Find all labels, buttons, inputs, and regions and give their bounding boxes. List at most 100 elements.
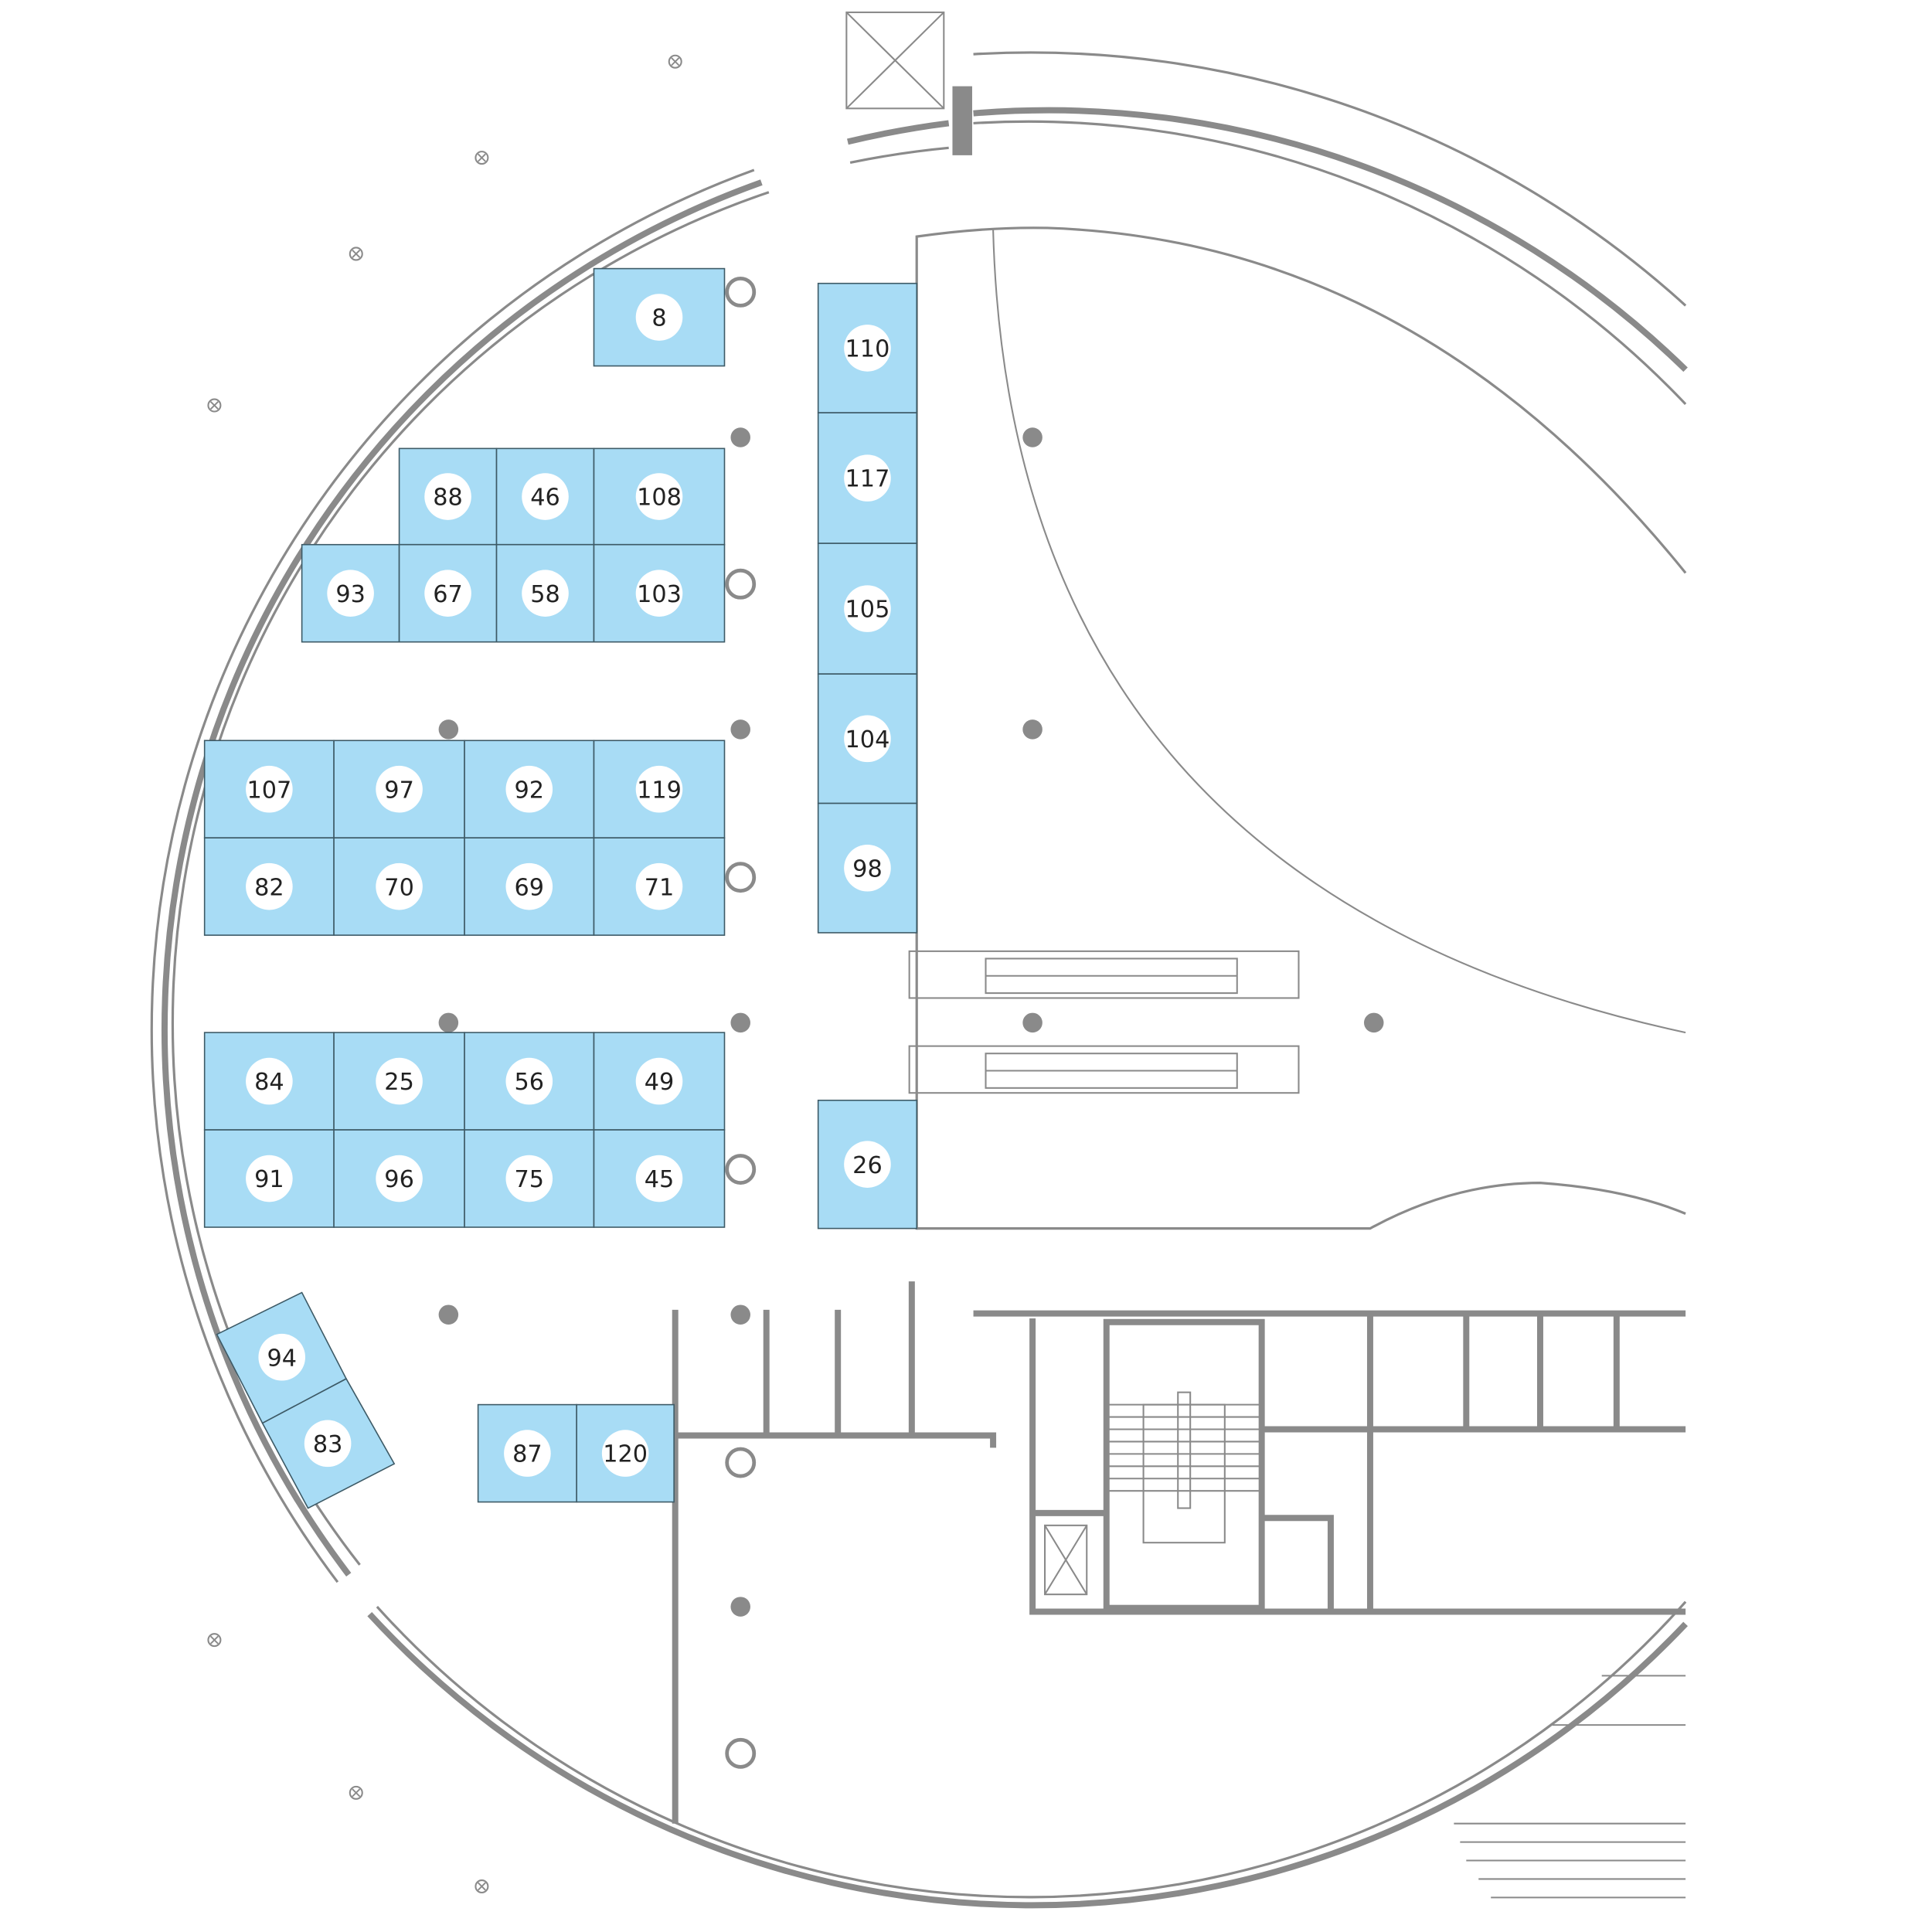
escalator-upper xyxy=(908,950,1300,999)
booth-number: 45 xyxy=(645,1166,675,1193)
booth-badge xyxy=(635,862,683,910)
booth-105[interactable]: 105 xyxy=(817,543,918,675)
stairs xyxy=(1108,1391,1260,1544)
booth-120[interactable]: 120 xyxy=(576,1403,675,1503)
column-solid xyxy=(730,719,750,740)
column-solid xyxy=(730,1012,750,1033)
booth-25[interactable]: 25 xyxy=(333,1032,465,1131)
booth-91[interactable]: 91 xyxy=(203,1129,335,1228)
booth-badge xyxy=(246,862,293,910)
booth-badge xyxy=(505,765,553,813)
column-hollow xyxy=(725,568,757,600)
booth-number: 88 xyxy=(433,485,463,512)
booth-number: 120 xyxy=(603,1441,648,1468)
booth-badge xyxy=(246,1155,293,1202)
booth-number: 107 xyxy=(247,777,291,804)
booth-119[interactable]: 119 xyxy=(593,740,726,838)
column-hollow xyxy=(725,1447,757,1478)
booth-badge xyxy=(635,765,683,813)
building-walls xyxy=(150,11,1689,1909)
booth-badge xyxy=(635,473,683,520)
booth-88[interactable]: 88 xyxy=(398,447,498,546)
booth-badge xyxy=(844,454,891,502)
booth-badge xyxy=(601,1430,649,1477)
booth-82[interactable]: 82 xyxy=(203,837,335,936)
booth-badge xyxy=(635,294,683,341)
booth-8[interactable]: 8 xyxy=(593,267,726,367)
booth-98[interactable]: 98 xyxy=(817,802,918,934)
booth-117[interactable]: 117 xyxy=(817,412,918,544)
booth-badge xyxy=(522,570,569,617)
booth-108[interactable]: 108 xyxy=(593,447,726,546)
booth-number: 87 xyxy=(512,1441,543,1468)
elevator-icon xyxy=(845,11,945,110)
booth-58[interactable]: 58 xyxy=(495,543,595,643)
booth-number: 97 xyxy=(384,777,414,804)
booth-number: 56 xyxy=(515,1069,545,1096)
booth-badge xyxy=(304,1420,352,1468)
booth-badge xyxy=(635,1057,683,1105)
booth-87[interactable]: 87 xyxy=(477,1403,577,1503)
booth-96[interactable]: 96 xyxy=(333,1129,465,1228)
light-marker-icon xyxy=(474,151,489,165)
column-solid xyxy=(1022,1012,1043,1033)
booth-badge xyxy=(505,1155,553,1202)
light-marker-icon xyxy=(349,1785,363,1800)
booth-badge xyxy=(844,844,891,892)
light-marker-icon xyxy=(207,1633,222,1648)
booth-badge xyxy=(376,765,423,813)
booth-badge xyxy=(376,1057,423,1105)
booth-badge xyxy=(844,1141,891,1188)
booth-badge xyxy=(844,585,891,632)
booth-badge xyxy=(424,570,471,617)
booth-number: 67 xyxy=(433,581,463,608)
booth-26[interactable]: 26 xyxy=(817,1099,918,1230)
column-solid xyxy=(438,1304,459,1325)
booth-107[interactable]: 107 xyxy=(203,740,335,838)
booth-number: 25 xyxy=(384,1069,414,1096)
booth-69[interactable]: 69 xyxy=(464,837,595,936)
booth-badge xyxy=(504,1430,551,1477)
booth-number: 84 xyxy=(254,1069,284,1096)
booth-number: 75 xyxy=(515,1166,545,1193)
booth-45[interactable]: 45 xyxy=(593,1129,726,1228)
booth-92[interactable]: 92 xyxy=(464,740,595,838)
booth-number: 71 xyxy=(645,874,675,901)
booth-83[interactable]: 83 xyxy=(261,1378,396,1509)
booth-number: 92 xyxy=(515,777,545,804)
booth-84[interactable]: 84 xyxy=(203,1032,335,1131)
booth-badge xyxy=(844,325,891,372)
booth-70[interactable]: 70 xyxy=(333,837,465,936)
booth-46[interactable]: 46 xyxy=(495,447,595,546)
booth-number: 83 xyxy=(313,1431,343,1458)
booth-badge xyxy=(635,570,683,617)
booth-67[interactable]: 67 xyxy=(398,543,498,643)
booth-75[interactable]: 75 xyxy=(464,1129,595,1228)
escalator-lower xyxy=(908,1045,1300,1094)
column-solid xyxy=(1022,427,1043,447)
booth-number: 58 xyxy=(530,581,560,608)
column-solid xyxy=(730,1597,750,1617)
elevator-icon xyxy=(1044,1524,1088,1596)
booth-93[interactable]: 93 xyxy=(301,543,400,643)
column-solid xyxy=(438,1012,459,1033)
booth-badge xyxy=(522,473,569,520)
booth-104[interactable]: 104 xyxy=(817,673,918,804)
light-marker-icon xyxy=(349,247,363,261)
booth-56[interactable]: 56 xyxy=(464,1032,595,1131)
booth-110[interactable]: 110 xyxy=(817,282,918,413)
booth-71[interactable]: 71 xyxy=(593,837,726,936)
booth-badge xyxy=(258,1333,306,1381)
booth-number: 94 xyxy=(267,1345,297,1372)
column-solid xyxy=(1363,1012,1384,1033)
column-hollow xyxy=(725,1154,757,1185)
booth-49[interactable]: 49 xyxy=(593,1032,726,1131)
booth-103[interactable]: 103 xyxy=(593,543,726,643)
booth-97[interactable]: 97 xyxy=(333,740,465,838)
booth-badge xyxy=(424,473,471,520)
booth-badge xyxy=(505,862,553,910)
light-marker-icon xyxy=(207,398,222,413)
booth-badge xyxy=(635,1155,683,1202)
booth-number: 96 xyxy=(384,1166,414,1193)
